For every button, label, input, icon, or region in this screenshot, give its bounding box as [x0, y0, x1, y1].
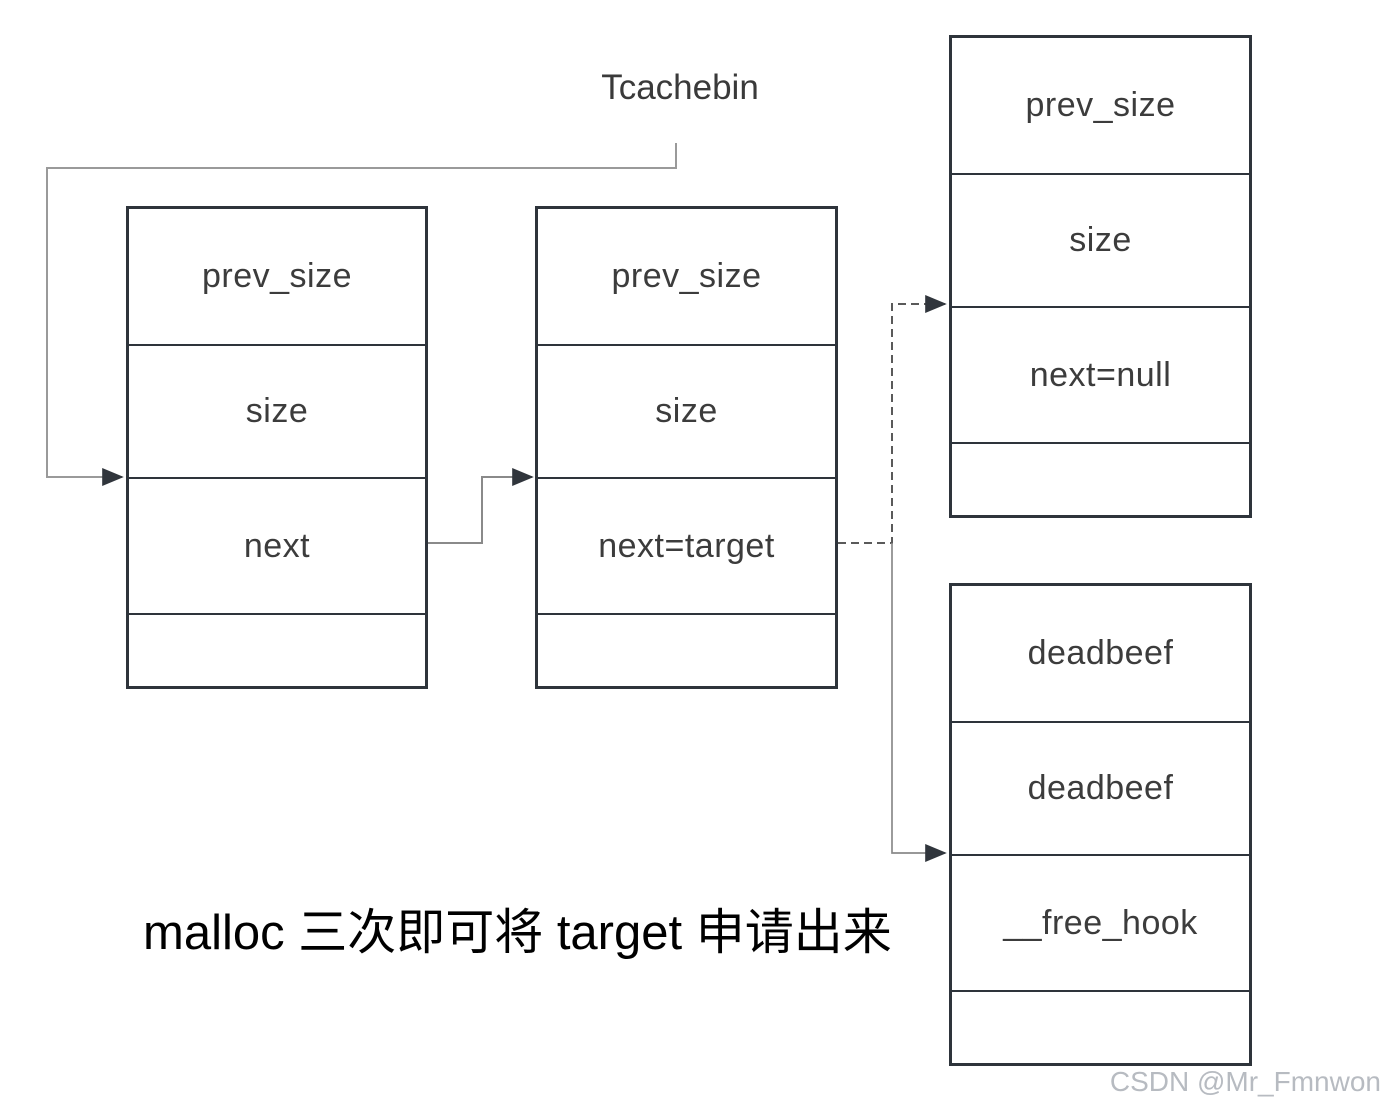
chunk3-row-next-null: next=null [952, 306, 1249, 442]
chunk2-row-size: size [538, 344, 835, 477]
chunk1-row-empty [129, 613, 425, 686]
tcachebin-label: Tcachebin [601, 68, 759, 107]
chunk-target-free-hook: deadbeef deadbeef __free_hook [949, 583, 1252, 1066]
chunk3-row-prev-size: prev_size [1025, 86, 1176, 124]
chunk2-target-to-chunk4-arrow [891, 543, 947, 862]
chunk1-next-to-chunk2-arrow [428, 468, 534, 544]
chunk4-row-free-hook: __free_hook [952, 854, 1249, 990]
chunk3-row-empty [952, 442, 1249, 515]
chunk1-row-size: size [129, 344, 425, 477]
chunk1-row-prev-size: prev_size [201, 257, 352, 295]
chunk2-target-to-chunk3-dashed-arrow [838, 295, 947, 544]
chunk4-row-deadbeef-1: deadbeef [1027, 634, 1174, 672]
chunk2-row-empty [538, 613, 835, 686]
chunk2-row-prev-size: prev_size [611, 257, 762, 295]
chunk4-row-deadbeef-2: deadbeef [952, 721, 1249, 854]
chunk1-row-next: next [129, 477, 425, 613]
chunk2-row-next-target: next=target [538, 477, 835, 613]
diagram-caption: malloc 三次即可将 target 申请出来 [143, 906, 892, 960]
chunk-freed-first: prev_size size next [126, 206, 428, 689]
chunk-next-null: prev_size size next=null [949, 35, 1252, 518]
chunk4-row-empty [952, 990, 1249, 1063]
chunk3-row-size: size [952, 173, 1249, 306]
chunk-poisoned-next: prev_size size next=target [535, 206, 838, 689]
csdn-watermark: CSDN @Mr_Fmnwon [1109, 1066, 1381, 1097]
